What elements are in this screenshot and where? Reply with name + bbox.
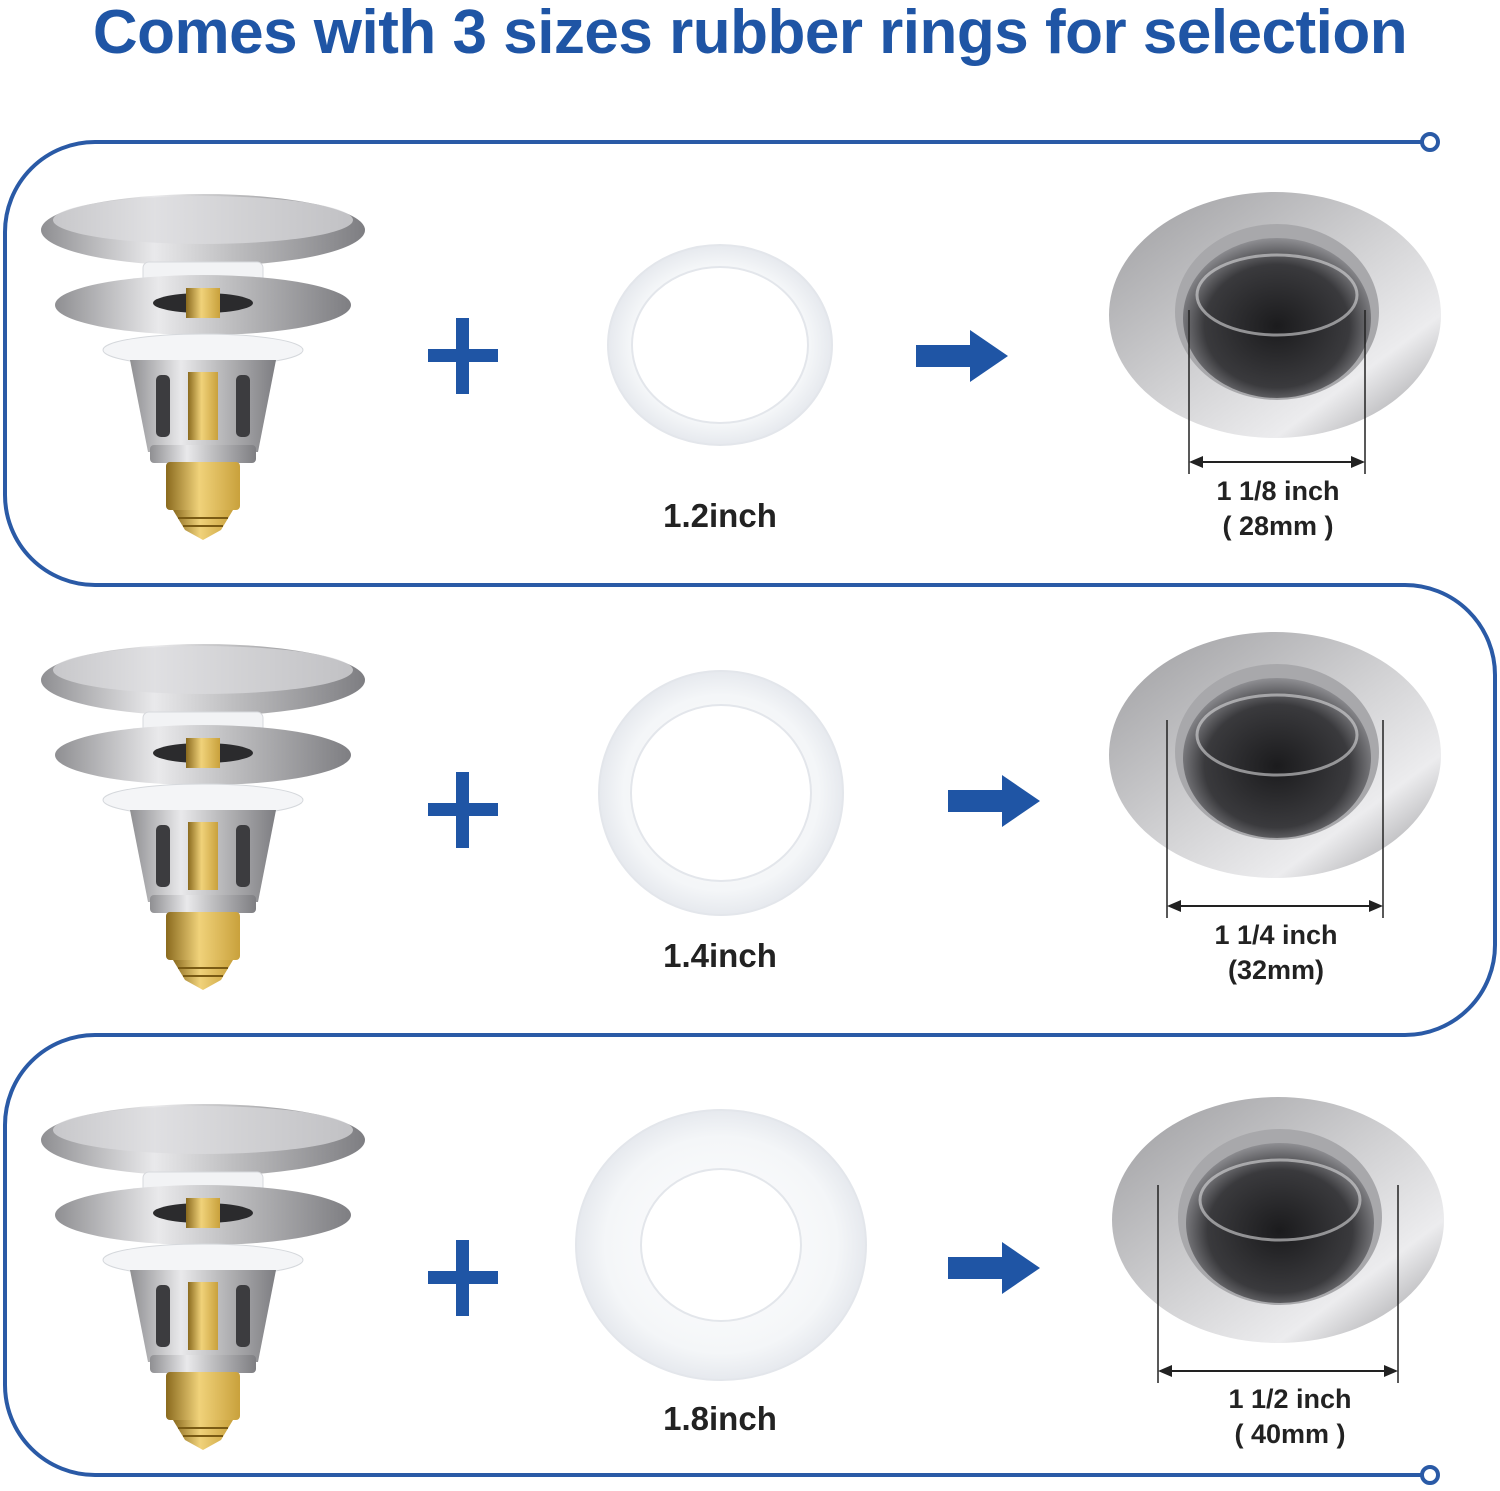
ring-size-label: 1.8inch — [663, 1400, 777, 1437]
fit-size-mm: (32mm) — [1227, 955, 1325, 985]
fit-size-inch: 1 1/4 inch — [1214, 920, 1338, 950]
ring-size-label: 1.4inch — [663, 937, 777, 974]
popup-drain-stopper-image — [41, 1104, 365, 1450]
fit-size-inch: 1 1/8 inch — [1216, 476, 1340, 506]
popup-drain-stopper-image — [41, 194, 365, 540]
sink-drain-flange-image — [1109, 632, 1441, 918]
rubber-ring-image — [597, 670, 845, 916]
plus-icon — [428, 318, 498, 394]
fit-size-mm: ( 28mm ) — [1222, 511, 1334, 541]
plus-icon — [428, 1240, 498, 1316]
rubber-ring-image — [574, 1109, 868, 1381]
sink-drain-flange-image — [1109, 192, 1441, 474]
right-arrow-icon — [948, 1242, 1040, 1294]
rubber-ring-image — [606, 244, 834, 446]
sink-drain-flange-image — [1112, 1097, 1444, 1383]
right-arrow-icon — [948, 775, 1040, 827]
popup-drain-stopper-image — [41, 644, 365, 990]
ring-size-label: 1.2inch — [663, 497, 777, 534]
page-headline: Comes with 3 sizes rubber rings for sele… — [92, 0, 1408, 67]
right-arrow-icon — [916, 330, 1008, 382]
plus-icon — [428, 772, 498, 848]
fit-size-inch: 1 1/2 inch — [1228, 1384, 1352, 1414]
fit-size-mm: ( 40mm ) — [1234, 1419, 1346, 1449]
